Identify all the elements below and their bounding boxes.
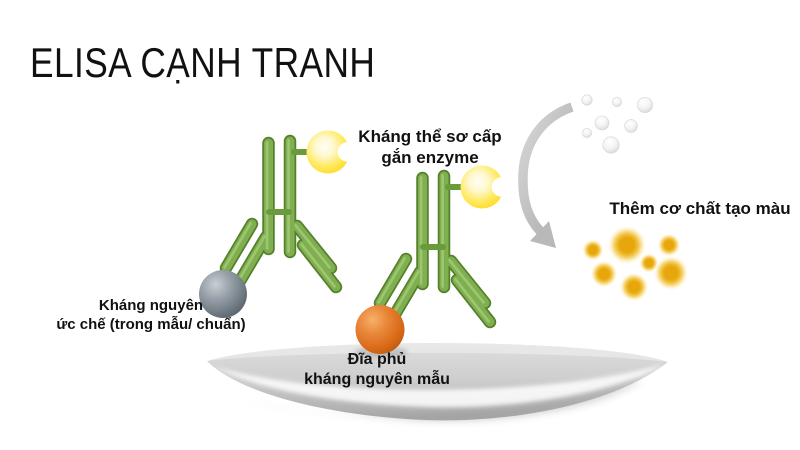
page-title: ELISA CẠNH TRANH xyxy=(30,42,375,84)
substrate-bubble xyxy=(595,116,609,130)
label-line: kháng nguyên mẫu xyxy=(286,370,468,390)
substrate-bubble xyxy=(612,97,621,106)
label-line: ức chế (trong mẫu/ chuẩn) xyxy=(45,315,257,334)
label-coated-plate: Đĩa phủ kháng nguyên mẫu xyxy=(286,350,468,390)
product-spot xyxy=(582,239,604,261)
substrate-bubble xyxy=(637,97,652,112)
product-spot xyxy=(590,260,618,288)
curved-arrow-icon xyxy=(523,107,572,248)
product-spot xyxy=(657,233,681,257)
label-line: Kháng nguyên xyxy=(45,296,257,315)
label-line: Thêm cơ chất tạo màu xyxy=(600,198,800,219)
antibody-left xyxy=(225,131,358,288)
label-add-substrate: Thêm cơ chất tạo màu xyxy=(600,198,800,219)
label-line: Kháng thể sơ cấp xyxy=(344,126,516,147)
substrate-bubble xyxy=(582,128,591,137)
label-line: Đĩa phủ xyxy=(286,350,468,370)
product-spots xyxy=(582,225,689,302)
substrate-bubbles xyxy=(582,95,653,153)
substrate-bubble xyxy=(603,137,619,153)
substrate-bubble xyxy=(582,95,592,105)
substrate-bubble xyxy=(625,120,638,133)
sample-antigen-sphere xyxy=(356,305,405,354)
antibody-right xyxy=(379,166,512,323)
label-inhibitor-antigen: Kháng nguyên ức chế (trong mẫu/ chuẩn) xyxy=(45,296,257,334)
product-spot xyxy=(653,255,689,291)
product-spot xyxy=(619,272,649,302)
label-primary-antibody-enzyme: Kháng thể sơ cấp gắn enzyme xyxy=(344,126,516,168)
label-line: gắn enzyme xyxy=(344,147,516,168)
